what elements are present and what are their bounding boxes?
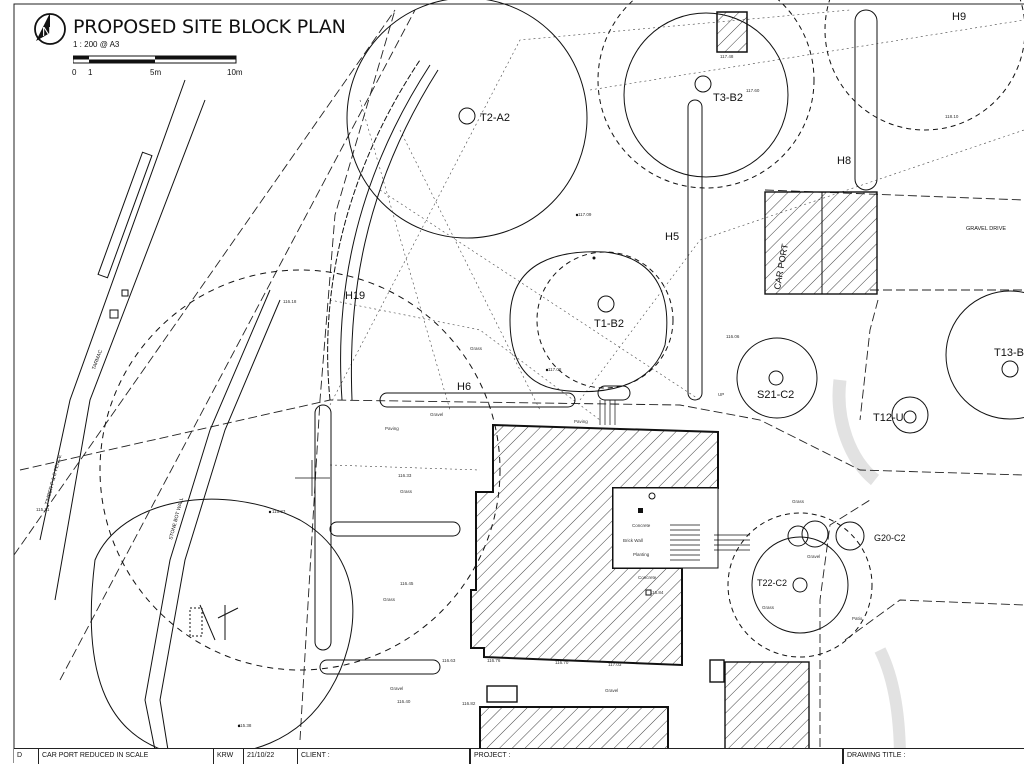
project-field: PROJECT : bbox=[469, 749, 834, 764]
plan-scale: 1 : 200 @ A3 bbox=[73, 40, 120, 49]
planting-label: Planting bbox=[633, 552, 650, 557]
spot-level: 116.84 bbox=[650, 590, 664, 595]
concrete-label: Concrete bbox=[638, 575, 657, 580]
title-block: N PROPOSED SITE BLOCK PLAN 1 : 200 @ A3 … bbox=[30, 8, 346, 86]
hedge-labels: H9 H8 H5 H19 H6 bbox=[345, 11, 966, 393]
tree-label: T3-B2 bbox=[713, 92, 743, 104]
tree-trunks bbox=[458, 75, 1019, 593]
hedge-label: H6 bbox=[457, 381, 471, 393]
spot-level: 116.06 bbox=[726, 334, 740, 339]
tree-label: G20-C2 bbox=[874, 533, 906, 543]
page-title: PROPOSED SITE BLOCK PLAN bbox=[73, 16, 346, 38]
revision-letter: D bbox=[17, 752, 23, 759]
grass-label: Grass bbox=[762, 605, 775, 610]
hedges-outline bbox=[314, 9, 906, 761]
scale-tick: 1 bbox=[88, 68, 93, 77]
spot-level: 117.08 bbox=[548, 367, 562, 372]
site-boundary-lines bbox=[13, 9, 1024, 760]
spot-levels: 117.09 117.08 117.03 116.84 116.82 116.7… bbox=[36, 54, 959, 728]
gravel-label: Gravel bbox=[390, 686, 403, 691]
drawing-title-bar: D CAR PORT REDUCED IN SCALE KRW 21/10/22… bbox=[14, 748, 1024, 764]
north-arrow-icon: N bbox=[34, 13, 66, 45]
spot-level: 116.82 bbox=[462, 701, 476, 706]
revision-author: KRW bbox=[213, 749, 243, 764]
up-label: UP bbox=[718, 392, 724, 397]
spot-level: 116.18 bbox=[283, 299, 297, 304]
tree-label: T2-A2 bbox=[480, 112, 510, 124]
spot-level: 117.60 bbox=[746, 88, 760, 93]
gravel-label: Gravel bbox=[807, 554, 820, 559]
survey-markers bbox=[109, 213, 656, 728]
drawing-title-field: DRAWING TITLE : bbox=[842, 749, 1017, 764]
tree-label: T22-C2 bbox=[757, 578, 787, 588]
north-letter: N bbox=[42, 24, 51, 39]
spot-level: 117.03 bbox=[608, 662, 622, 667]
tree-labels: T2-A2 T3-B2 T1-B2 S21-C2 T13-B T12-U G20… bbox=[480, 92, 1024, 588]
tree-label: T1-B2 bbox=[594, 318, 624, 330]
spot-level: 116.70 bbox=[555, 660, 569, 665]
steps bbox=[599, 400, 750, 561]
gravel-drive-label: GRAVEL DRIVE bbox=[966, 226, 1006, 232]
hedge-label: H8 bbox=[837, 155, 851, 167]
gravel-label: Gravel bbox=[430, 412, 443, 417]
spot-level: 116.45 bbox=[400, 581, 414, 586]
spot-level: 116.63 bbox=[442, 658, 456, 663]
hedge-label: H9 bbox=[952, 11, 966, 23]
gravel-label: Gravel bbox=[605, 688, 618, 693]
brick-wall-label: Brick Wall bbox=[623, 538, 643, 543]
revision-description: CAR PORT REDUCED IN SCALE bbox=[38, 749, 227, 764]
spot-level: 117.48 bbox=[720, 54, 734, 59]
scale-bar bbox=[73, 55, 237, 64]
grass-label: Grass bbox=[400, 489, 413, 494]
paving-label: Paving bbox=[385, 426, 399, 431]
paving-label: Paving bbox=[574, 419, 588, 424]
tree-label: T13-B bbox=[994, 347, 1024, 359]
spot-level: 118.10 bbox=[945, 114, 959, 119]
scale-tick: 5m bbox=[150, 68, 162, 77]
grass-label: Grass bbox=[792, 499, 805, 504]
tree-label: T12-U bbox=[873, 412, 904, 424]
spot-level: 117.09 bbox=[578, 212, 592, 217]
tree-label: S21-C2 bbox=[757, 389, 794, 401]
service-lines bbox=[329, 9, 1024, 471]
spot-level: 115.21 bbox=[36, 507, 50, 512]
concrete-label: Concrete bbox=[632, 523, 651, 528]
client-field: CLIENT : bbox=[297, 749, 461, 764]
road-edges bbox=[39, 79, 281, 751]
grass-label: Grass bbox=[470, 346, 483, 351]
spot-level: 115.83 bbox=[272, 509, 286, 514]
spot-level: 116.76 bbox=[487, 658, 501, 663]
car-port bbox=[709, 11, 878, 763]
scale-tick: 10m bbox=[227, 68, 243, 77]
spot-level: 115.38 bbox=[238, 723, 252, 728]
hedge-label: H19 bbox=[345, 290, 365, 302]
grass-label: Grass bbox=[383, 597, 396, 602]
spot-level: 116.33 bbox=[398, 473, 412, 478]
spot-level: 116.40 bbox=[397, 699, 411, 704]
scale-tick: 0 bbox=[72, 68, 77, 77]
building-footprint bbox=[470, 423, 719, 763]
sheet-border bbox=[13, 3, 1024, 763]
patio-label: Patio bbox=[852, 616, 863, 621]
hedge-label: H5 bbox=[665, 231, 679, 243]
revision-date: 21/10/22 bbox=[243, 749, 297, 764]
reference-cross bbox=[295, 460, 330, 496]
